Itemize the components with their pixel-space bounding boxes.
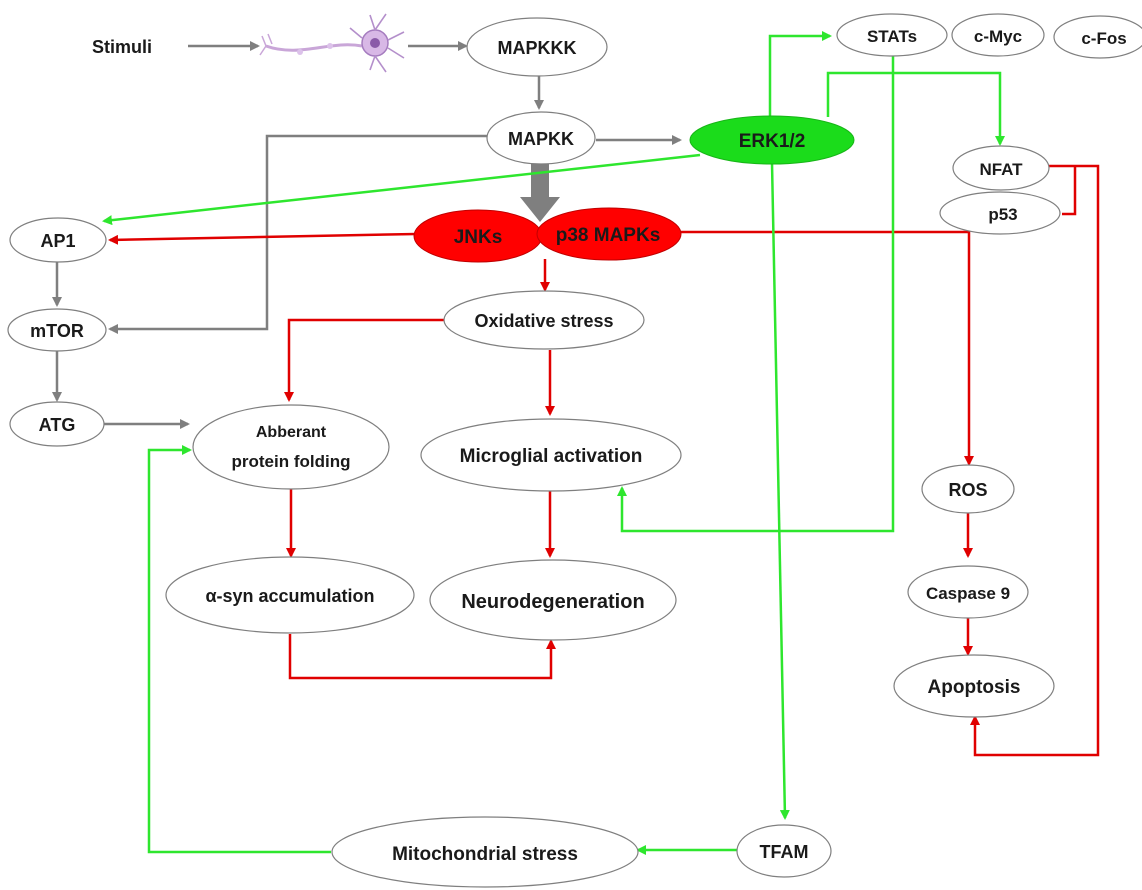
node-erk: ERK1/2 [689,115,855,165]
stimuli-label: Stimuli [92,37,152,57]
node-caspase-label: Caspase 9 [926,584,1010,603]
node-erk-label: ERK1/2 [739,131,806,152]
node-nfat: NFAT [952,145,1050,191]
node-apoptosis: Apoptosis [893,654,1055,718]
node-mapkk: MAPKK [486,111,596,165]
node-ros: ROS [921,464,1015,514]
node-oxidative: Oxidative stress [443,290,645,350]
node-ap1: AP1 [9,217,107,263]
node-tfam-label: TFAM [760,842,809,862]
node-microglial: Microglial activation [420,418,682,492]
edge-stats-microglial [617,55,895,533]
edge-asyn-neurodeg [288,634,556,680]
node-neurodegeneration: Neurodegeneration [429,559,677,641]
node-tfam: TFAM [736,824,832,878]
edge-erk-stats [768,31,832,117]
node-neurodegeneration-label: Neurodegeneration [461,591,644,613]
node-mapkkk: MAPKKK [466,17,608,77]
node-jnks-label: JNKs [454,227,503,248]
edge-mapkk-jnk-p38-thick [520,163,560,222]
node-ros-label: ROS [948,480,987,500]
node-mtor: mTOR [7,308,107,352]
edge-oxidative-aberrant [284,318,446,402]
node-mapkk-label: MAPKK [508,129,574,149]
node-stats-label: STATs [867,27,917,46]
neuron-icon [259,13,405,73]
node-mapkkk-label: MAPKKK [498,38,577,58]
edge-mapkk-mtor [108,134,488,334]
node-p53: p53 [939,191,1061,235]
node-p38-label: p38 MAPKs [556,225,661,246]
node-caspase: Caspase 9 [907,565,1029,619]
node-microglial-label: Microglial activation [460,446,643,467]
node-mito-label: Mitochondrial stress [392,844,578,865]
node-jnks: JNKs [413,209,543,263]
node-apoptosis-label: Apoptosis [928,677,1021,698]
edge-erk-nfat [826,71,1005,146]
node-cfos-label: c-Fos [1081,29,1126,48]
edge-nfat-p53-apoptosis [970,164,1100,757]
node-p53-label: p53 [988,205,1017,224]
node-stats: STATs [836,13,948,57]
edge-erk-tfam [770,162,790,820]
node-atg-label: ATG [39,415,76,435]
node-asyn: α-syn accumulation [165,556,415,634]
edge-p38-ros [678,230,974,466]
node-aberrant-label-line1: Abberant [256,424,327,441]
node-nfat-label: NFAT [979,160,1023,179]
edge-p53-link [1062,166,1077,216]
node-p38: p38 MAPKs [536,207,682,261]
node-cmyc-label: c-Myc [974,27,1022,46]
node-cmyc: c-Myc [951,13,1045,57]
node-oxidative-label: Oxidative stress [474,311,613,331]
node-mito: Mitochondrial stress [331,816,639,888]
node-ap1-label: AP1 [40,231,75,251]
node-aberrant-label-line2: protein folding [232,452,351,471]
node-atg: ATG [9,401,105,447]
node-cfos: c-Fos [1053,15,1142,59]
edge-mito-aberrant [147,445,331,854]
edge-erk-ap1 [102,153,701,226]
node-mtor-label: mTOR [30,321,84,341]
edge-jnks-ap1 [108,232,417,245]
node-asyn-label: α-syn accumulation [205,586,374,606]
node-aberrant: Abberant protein folding [192,404,390,490]
